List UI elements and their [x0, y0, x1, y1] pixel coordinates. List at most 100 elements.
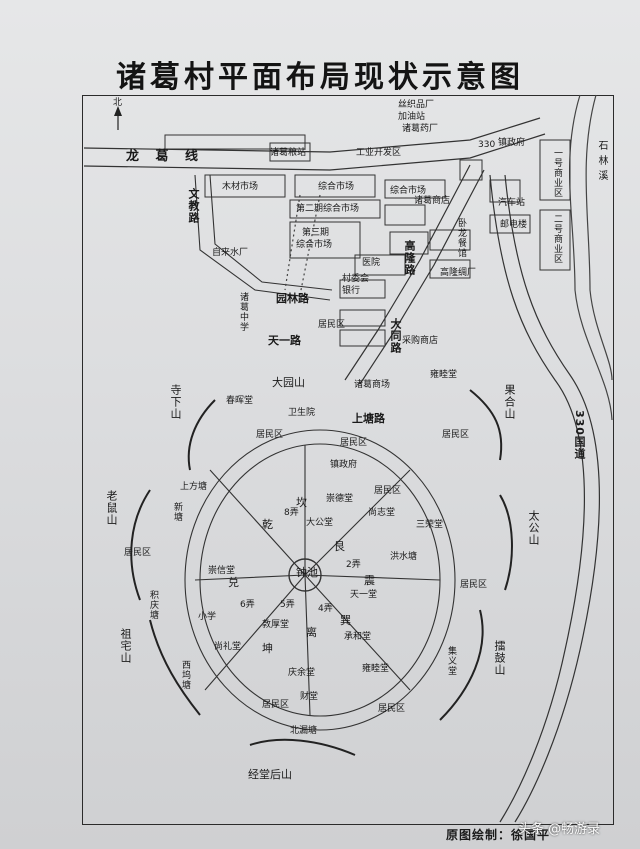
town-gov-top-label: 镇政府: [498, 138, 526, 148]
residential-south-label: 居民区: [262, 700, 290, 710]
residential-se-label: 居民区: [378, 704, 406, 714]
dunhou-hall-label: 敦厚堂: [262, 620, 290, 630]
north-label: 北: [113, 98, 123, 108]
lane-4-label: 4弄: [318, 604, 333, 614]
residential-east-label: 居民区: [460, 580, 488, 590]
xiwu-pond-label: 西坞塘: [180, 660, 190, 690]
yongmu-hall-label: 雍睦堂: [430, 370, 458, 380]
map-title: 诸葛村平面布局现状示意图: [116, 60, 524, 95]
tianyi-road-label: 天一路: [268, 334, 301, 347]
route-330-label: 330国道: [573, 410, 586, 460]
shangzhi-hall-label: 尚志堂: [368, 508, 396, 518]
bank-label: 银行: [342, 286, 361, 296]
village-committee-label: 村委会: [342, 274, 370, 284]
residential-4-label: 居民区: [442, 430, 470, 440]
residential-3-label: 居民区: [340, 438, 368, 448]
jiyi-hall-label: 集义堂: [446, 646, 456, 676]
map-credit: 原图绘制：徐国平: [446, 828, 551, 842]
lane-6-label: 6弄: [240, 600, 255, 610]
town-gov-label: 镇政府: [330, 460, 358, 470]
yongmu-hall-2-label: 雍睦堂: [362, 664, 390, 674]
dagong-hall-label: 大公堂: [306, 518, 334, 528]
hospital-label: 医院: [362, 258, 381, 268]
bus-station-label: 汽车站: [498, 198, 526, 208]
residential-west-label: 居民区: [124, 548, 152, 558]
qian-label: 乾: [262, 518, 273, 531]
timber-market-label: 木材市场: [222, 182, 259, 192]
lane-2-label: 2弄: [346, 560, 361, 570]
beilou-pond-label: 北漏塘: [290, 726, 318, 736]
bell-pond-label: 钟池: [296, 566, 318, 579]
qingyu-hall-label: 庆余堂: [288, 668, 316, 678]
datong-road-label: 大同路: [389, 318, 402, 354]
zhuge-pharma-label: 诸葛药厂: [402, 124, 439, 134]
north-arrow-icon: [114, 106, 122, 130]
new-pond-label: 新塘: [172, 502, 182, 522]
hongshui-pond-label: 洪水塘: [390, 552, 418, 562]
commercial-zone1-label: 一号商业区: [552, 148, 562, 198]
jingtang-hill-label: 经堂后山: [248, 768, 292, 781]
primary-school-label: 小学: [198, 612, 217, 622]
town-blocks: [164, 134, 571, 347]
mountain-hachures: [130, 389, 513, 756]
shangtang-road-label: 上塘路: [352, 412, 385, 425]
kan-label: 坎: [296, 496, 307, 509]
market-phase2-label: 第二期综合市场: [296, 204, 360, 214]
gas-station-label: 加油站: [398, 112, 426, 122]
shangli-hall-label: 尚礼堂: [214, 642, 242, 652]
wenjiao-road: [194, 174, 333, 301]
zhuge-grain-station-label: 诸葛粮站: [270, 148, 307, 158]
market-paths: [284, 194, 321, 296]
gaolong-road: [344, 164, 485, 385]
market-phase3-label: 第三期: [302, 228, 330, 238]
chenghe-hall-label: 承和堂: [344, 632, 372, 642]
watermark: 头条 @畅游录: [518, 822, 601, 837]
kun-label: 坤: [262, 642, 273, 655]
commercial-zone2-label: 二号商业区: [552, 214, 562, 264]
old-village-ring: [184, 429, 456, 731]
yuanlin-road-label: 园林路: [276, 292, 309, 305]
water-plant-label: 自来水厂: [212, 248, 249, 258]
dui-label: 兑: [228, 576, 239, 589]
tianyi-hall-label: 天一堂: [350, 590, 378, 600]
market-phase3b-label: 综合市场: [296, 240, 333, 250]
laoshu-hill-label: 老鼠山: [105, 490, 118, 526]
general-market-right-label: 综合市场: [390, 186, 427, 196]
jiqing-pond-label: 积庆塘: [148, 590, 158, 620]
chongde-hall-label: 崇德堂: [326, 494, 354, 504]
gaolong-silk-factory-label: 高隆绸厂: [440, 268, 477, 278]
shangfang-pond-label: 上方塘: [180, 482, 208, 492]
leigu-hill-label: 擂鼓山: [493, 640, 506, 676]
guohe-hill-label: 果合山: [503, 384, 516, 420]
xun-label: 巽: [340, 614, 351, 627]
chunhui-hall-label: 春晖堂: [226, 396, 254, 406]
gen-label: 艮: [334, 540, 345, 553]
taigong-hill-label: 太公山: [527, 510, 540, 546]
health-center-label: 卫生院: [288, 408, 316, 418]
silk-factory-label: 丝织品厂: [398, 100, 435, 110]
general-market-label: 综合市场: [318, 182, 355, 192]
wolong-restaurant-label: 卧龙餐馆: [456, 218, 466, 258]
route-330-top-label: 330: [478, 140, 496, 150]
residential-2-label: 居民区: [256, 430, 284, 440]
shilin-river-label: 石 林 溪: [596, 140, 607, 182]
sixia-hill-label: 寺下山: [169, 384, 182, 420]
chongxin-hall-label: 崇信堂: [208, 566, 236, 576]
lane-8-label: 8弄: [284, 508, 299, 518]
longge-road: [83, 117, 546, 171]
lane-5-label: 5弄: [280, 600, 295, 610]
longge-road-label: 龙 葛 线: [126, 149, 205, 164]
wenjiao-road-label: 文教路: [187, 188, 200, 224]
dayuan-hill-label: 大园山: [272, 376, 305, 389]
cai-hall-label: 财堂: [300, 692, 319, 702]
purchase-store-label: 采购商店: [402, 336, 439, 346]
zhuge-mall-label: 诸葛商场: [354, 380, 391, 390]
map-frame: [82, 95, 614, 825]
gaolong-road-label: 高隆路: [403, 240, 416, 276]
zhuge-store-label: 诸葛商店: [414, 196, 451, 206]
zhuge-school-label: 诸葛中学: [238, 292, 248, 332]
zuzhai-hill-label: 祖宅山: [119, 628, 132, 664]
residential-1-label: 居民区: [318, 320, 346, 330]
